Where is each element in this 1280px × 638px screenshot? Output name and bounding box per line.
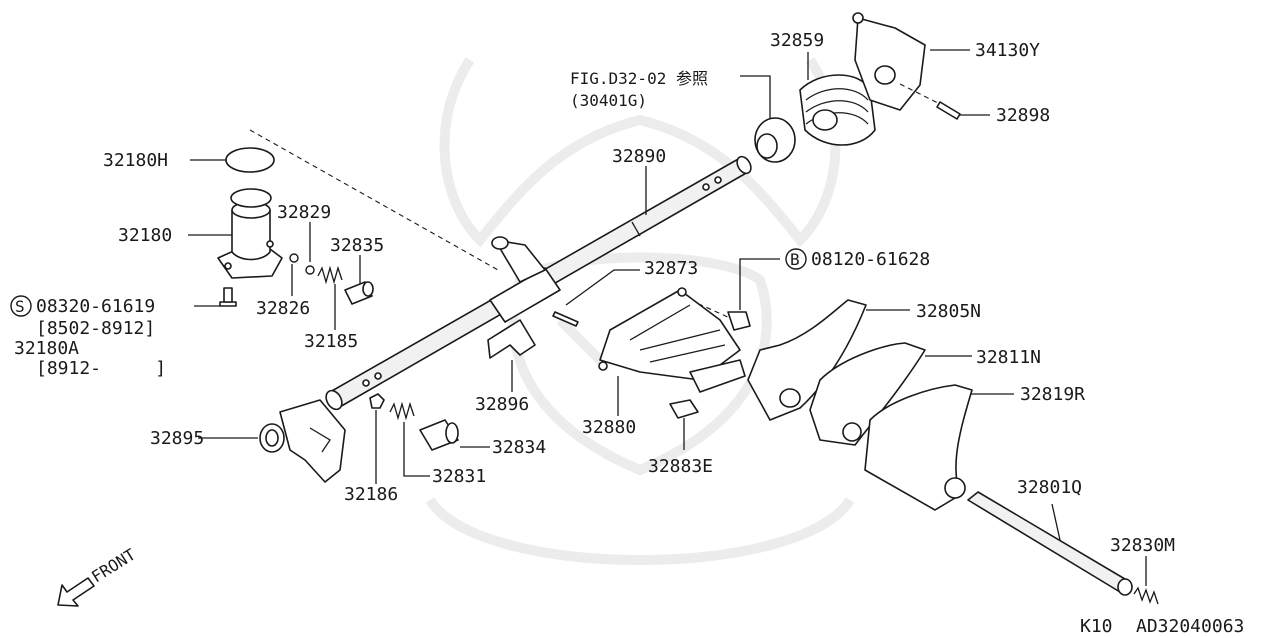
bracket-32896[interactable]: [487, 319, 536, 359]
leader-lines: [188, 49, 1147, 586]
label-32801Q: 32801Q: [1017, 477, 1082, 498]
label-32835: 32835: [330, 235, 384, 256]
leader-dashed-32180: [249, 129, 499, 271]
rod-32801Q[interactable]: [967, 491, 1133, 596]
plug-32835[interactable]: [344, 281, 374, 305]
label-32819R: 32819R: [1020, 384, 1085, 405]
label-32896: 32896: [475, 394, 529, 415]
label-figref: FIG.D32-02 参照: [570, 69, 708, 88]
label-32186: 32186: [344, 484, 398, 505]
plug-32834[interactable]: [419, 419, 459, 451]
svg-text:B: B: [790, 250, 800, 269]
marker-s: S: [10, 295, 32, 317]
ball-32826[interactable]: [289, 253, 299, 263]
label-32890: 32890: [612, 146, 666, 167]
pin-32898[interactable]: [899, 83, 961, 120]
label-32180A: 32180A: [14, 338, 79, 359]
fork-32805N[interactable]: [747, 299, 867, 421]
label-32830M: 32830M: [1110, 535, 1175, 556]
label-32826: 32826: [256, 298, 310, 319]
bracket-32880[interactable]: [598, 287, 746, 393]
footer-model: K10: [1080, 616, 1113, 637]
label-32831: 32831: [432, 466, 486, 487]
label-figref-sub: (30401G): [570, 91, 647, 110]
housing-32180[interactable]: [217, 188, 283, 279]
label-32859: 32859: [770, 30, 824, 51]
spring-32830M[interactable]: [1133, 586, 1159, 605]
label-08320-range: [8502-8912]: [36, 318, 155, 339]
label-32811N: 32811N: [976, 347, 1041, 368]
label-32180H: 32180H: [103, 150, 168, 171]
label-32180A-range: [8912- ]: [36, 358, 166, 379]
spring-32185[interactable]: [317, 265, 343, 285]
footer-diagram-id: AD32040063: [1136, 616, 1244, 637]
svg-text:S: S: [15, 297, 25, 316]
front-arrow: FRONT: [57, 545, 139, 607]
label-08320: 08320-61619: [36, 296, 155, 317]
end-fitting-32895[interactable]: [259, 399, 346, 483]
label-32873: 32873: [644, 258, 698, 279]
pin-32873[interactable]: [552, 311, 579, 327]
label-32805N: 32805N: [916, 301, 981, 322]
label-32185: 32185: [304, 331, 358, 352]
cap-32180H[interactable]: [225, 147, 275, 173]
label-32883E: 32883E: [648, 456, 713, 477]
lever-34130Y[interactable]: [852, 12, 926, 111]
spring-32831[interactable]: [389, 401, 415, 421]
label-08120: 08120-61628: [811, 249, 930, 270]
ball-32829[interactable]: [305, 265, 315, 275]
label-32829: 32829: [277, 202, 331, 223]
bolt-08120[interactable]: [689, 299, 751, 331]
label-32898: 32898: [996, 105, 1050, 126]
front-label: FRONT: [88, 545, 139, 587]
bushing-figref[interactable]: [754, 117, 796, 163]
label-32895: 32895: [150, 428, 204, 449]
boot-32859[interactable]: [799, 74, 876, 146]
label-32880: 32880: [582, 417, 636, 438]
fork-32811N[interactable]: [809, 342, 926, 446]
striking-lever[interactable]: [489, 236, 561, 323]
bolt-08320[interactable]: [219, 287, 237, 307]
label-34130Y: 34130Y: [975, 40, 1040, 61]
marker-b: B: [785, 248, 807, 270]
label-32834: 32834: [492, 437, 546, 458]
block-32883E[interactable]: [669, 399, 699, 419]
fork-32819R[interactable]: [864, 384, 973, 511]
ball-32186[interactable]: [369, 393, 385, 409]
label-32180: 32180: [118, 225, 172, 246]
